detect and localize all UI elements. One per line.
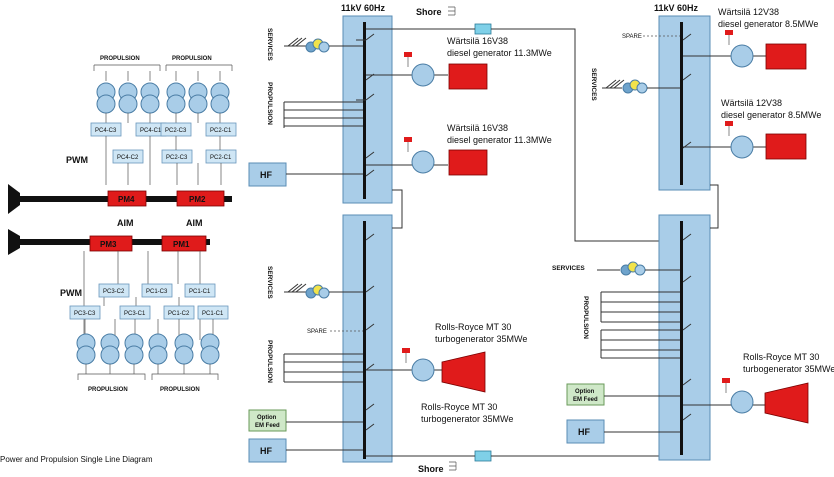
converter-pc3-c1: PC3-C1: [124, 311, 146, 317]
generator-2-line2: diesel generator 11.3MWe: [447, 135, 552, 145]
propulsion-drive-section: PROPULSION PROPULSION PC4-C3 PC4-C1 PC2-…: [8, 56, 237, 393]
converter-pc2-c3: PC2-C3: [165, 128, 187, 134]
turbogen-2-line2: turbogenerator 35MWe: [421, 414, 513, 424]
pwm-label-upper: PWM: [66, 155, 88, 165]
turbogen-1-line1: Rolls-Royce MT 30: [435, 322, 511, 332]
motor-pm4: PM4: [118, 195, 135, 204]
motor-pm1: PM1: [173, 240, 190, 249]
propeller-lower: [8, 229, 20, 255]
turbogen-3-line2: turbogenerator 35MWe: [743, 364, 834, 374]
spare-label-right: SPARE: [622, 34, 642, 40]
converter-pc2-c1: PC2-C1: [210, 128, 232, 134]
converter-pc3-c2: PC3-C2: [103, 289, 125, 295]
voltage-label-right: 11kV 60Hz: [654, 3, 699, 13]
converter-pc4-c1: PC4-C1: [140, 128, 162, 134]
propulsion-label-top-1: PROPULSION: [100, 56, 140, 62]
em-feed-label-right: EM Feed: [573, 397, 598, 403]
diagram-caption: Power and Propulsion Single Line Diagram: [0, 455, 153, 464]
services-label-right-lower: SERVICES: [552, 265, 585, 272]
services-label-left-lower: SERVICES: [266, 266, 273, 299]
hf-label-right: HF: [578, 427, 590, 437]
services-label-left-upper: SERVICES: [266, 28, 273, 61]
converter-pc3-c3: PC3-C3: [74, 311, 96, 317]
services-label-right-upper: SERVICES: [590, 68, 597, 101]
spare-label-left: SPARE: [307, 329, 327, 335]
switchboard-left: 11kV 60Hz SERVICES PROPULSION SERVICES P…: [248, 3, 552, 463]
turbogen-2-line1: Rolls-Royce MT 30: [421, 402, 497, 412]
transformer-row-bottom: [76, 333, 220, 365]
shore-label-bottom: Shore: [418, 464, 444, 474]
shore-label-top: Shore: [416, 7, 442, 17]
converter-pc4-c3: PC4-C3: [95, 128, 117, 134]
motor-pm3: PM3: [100, 240, 117, 249]
option-label-left: Option: [257, 415, 277, 421]
switchboard-right: 11kV 60Hz SPARE SERVICES SERVICES PROPUL…: [552, 3, 834, 461]
propulsion-label-top-2: PROPULSION: [172, 56, 212, 62]
propulsion-label-bottom-1: PROPULSION: [88, 387, 128, 393]
converter-pc1-c1-b: PC1-C1: [202, 311, 224, 317]
converter-pc2-c3-b: PC2-C3: [166, 155, 188, 161]
converter-pc1-c3: PC1-C3: [146, 289, 168, 295]
em-feed-label-left: EM Feed: [255, 423, 280, 429]
generator-3-line1: Wärtsilä 12V38: [718, 7, 779, 17]
propulsion-label-left-lower: PROPULSION: [266, 340, 273, 383]
aim-label-right: AIM: [186, 218, 203, 228]
voltage-label-left: 11kV 60Hz: [341, 3, 386, 13]
transformer-row-top: [96, 82, 230, 114]
generator-2-line1: Wärtsilä 16V38: [447, 123, 508, 133]
propeller-upper: [8, 184, 20, 214]
aim-label-left: AIM: [117, 218, 134, 228]
hf-label-lower: HF: [260, 446, 272, 456]
generator-1-line2: diesel generator 11.3MWe: [447, 48, 552, 58]
converter-pc4-c2: PC4-C2: [117, 155, 139, 161]
pwm-label-lower: PWM: [60, 288, 82, 298]
turbogen-1-line2: turbogenerator 35MWe: [435, 334, 527, 344]
converter-pc1-c1: PC1-C1: [189, 289, 211, 295]
option-label-right: Option: [575, 389, 595, 395]
propulsion-label-left-upper: PROPULSION: [266, 82, 273, 125]
generator-4-line1: Wärtsilä 12V38: [721, 98, 782, 108]
hf-label-upper: HF: [260, 170, 272, 180]
converter-pc1-c2: PC1-C2: [168, 311, 190, 317]
generator-1-line1: Wärtsilä 16V38: [447, 36, 508, 46]
converter-pc2-c1-b: PC2-C1: [210, 155, 232, 161]
propulsion-label-bottom-2: PROPULSION: [160, 387, 200, 393]
turbogen-3-line1: Rolls-Royce MT 30: [743, 352, 819, 362]
propulsion-label-right-lower: PROPULSION: [582, 296, 589, 339]
generator-4-line2: diesel generator 8.5MWe: [721, 110, 821, 120]
motor-pm2: PM2: [189, 195, 206, 204]
shore-connections: Shore Shore: [366, 6, 680, 474]
generator-3-line2: diesel generator 8.5MWe: [718, 19, 818, 29]
